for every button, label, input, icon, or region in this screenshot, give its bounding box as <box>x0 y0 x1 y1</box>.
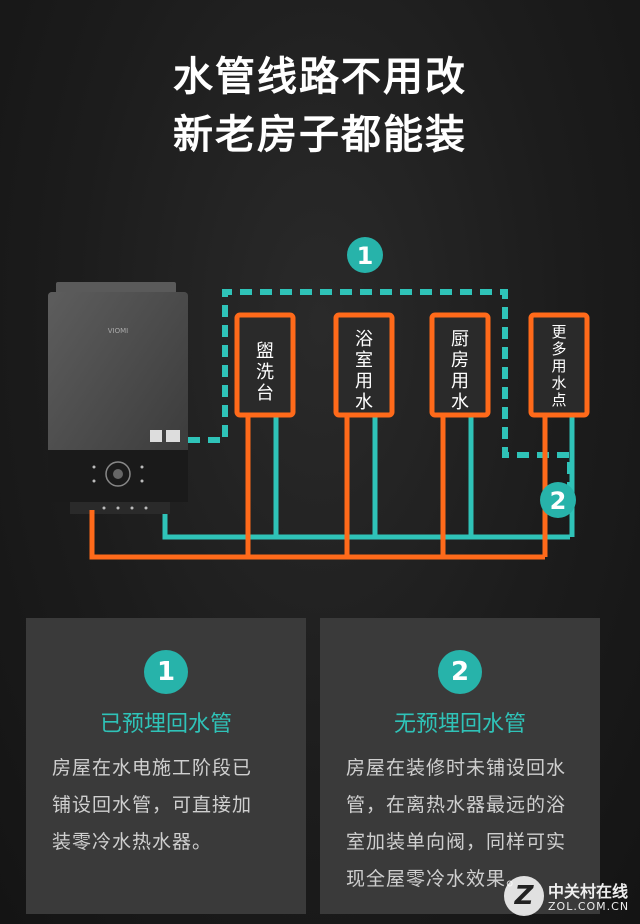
water-point-2: 浴 室 用 水 <box>333 312 395 418</box>
svg-text:点: 点 <box>551 391 566 409</box>
watermark-domain: ZOL.COM.CN <box>548 900 630 913</box>
headline-line-1: 水管线路不用改 <box>173 54 467 100</box>
svg-text:多: 多 <box>551 340 566 358</box>
card-not-installed: 2 无预埋回水管 房屋在装修时未铺设回水 管，在离热水器最远的浴 室加装单向阀，… <box>320 618 600 914</box>
diagram-badge-2: 2 <box>540 482 576 518</box>
headline-line-2: 新老房子都能装 <box>173 112 467 158</box>
svg-text:更: 更 <box>551 323 566 341</box>
card-badge-1: 1 <box>144 650 188 694</box>
water-heater: VIOMI <box>48 282 188 514</box>
headline: 水管线路不用改 新老房子都能装 <box>0 48 640 164</box>
watermark-name: 中关村在线 <box>548 882 629 901</box>
heater-badge-icon <box>166 430 180 442</box>
hot-main-pipe <box>89 510 545 560</box>
svg-text:1: 1 <box>357 242 374 270</box>
svg-text:水: 水 <box>451 392 469 413</box>
zol-watermark: Z 中关村在线 ZOL.COM.CN <box>504 874 634 920</box>
svg-text:浴: 浴 <box>355 329 373 350</box>
plumbing-diagram: VIOMI 盥 洗 台 <box>48 237 590 560</box>
svg-text:盥: 盥 <box>256 341 274 362</box>
svg-text:水: 水 <box>551 374 566 392</box>
diagram-badge-1: 1 <box>347 237 383 273</box>
card-title: 已预埋回水管 <box>99 712 232 737</box>
svg-text:洗: 洗 <box>256 362 274 383</box>
cold-main-pipe <box>162 514 570 540</box>
return-pipe-dashed <box>188 289 573 500</box>
card-badge-2: 2 <box>438 650 482 694</box>
water-point-3: 厨 房 用 水 <box>429 312 491 418</box>
svg-text:台: 台 <box>256 383 274 404</box>
card-pre-installed: 1 已预埋回水管 房屋在水电施工阶段已 铺设回水管，可直接加 装零冷水热水器。 <box>26 618 306 914</box>
svg-text:用: 用 <box>551 357 566 375</box>
svg-text:2: 2 <box>550 487 567 515</box>
card-title: 无预埋回水管 <box>393 712 526 737</box>
heater-label-icon <box>150 430 162 442</box>
svg-text:用: 用 <box>355 371 373 392</box>
branch-pipes <box>245 415 575 557</box>
svg-text:房: 房 <box>451 350 469 371</box>
card-description: 房屋在装修时未铺设回水 管，在离热水器最远的浴 室加装单向阀，同样可实 现全屋零… <box>346 757 567 890</box>
zol-logo-icon: Z <box>504 876 544 916</box>
svg-text:厨: 厨 <box>451 329 469 350</box>
water-point-4: 更 多 用 水 点 <box>528 312 590 418</box>
svg-text:用: 用 <box>451 371 469 392</box>
svg-text:室: 室 <box>355 350 373 371</box>
heater-buttons <box>92 465 148 510</box>
heater-brand: VIOMI <box>108 327 128 335</box>
heater-dial-icon <box>105 461 131 487</box>
svg-text:水: 水 <box>355 392 373 413</box>
water-point-1: 盥 洗 台 <box>234 312 296 418</box>
card-description: 房屋在水电施工阶段已 铺设回水管，可直接加 装零冷水热水器。 <box>52 757 253 853</box>
